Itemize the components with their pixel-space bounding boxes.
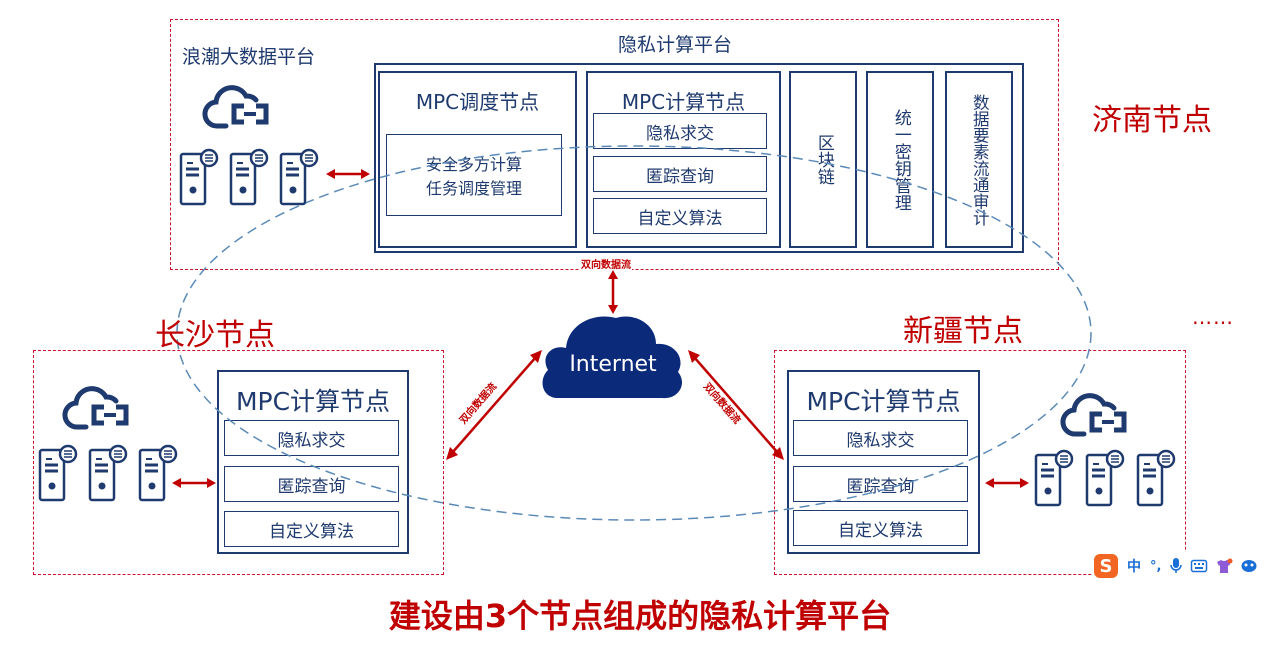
cloud-link-icon — [202, 85, 269, 129]
bidirectional-arrow-icon — [985, 478, 1029, 488]
punctuation-icon[interactable]: °, — [1150, 558, 1162, 574]
changsha-function-psi: 隐私求交 — [224, 420, 399, 456]
jinan-flow-label: 双向数据流 — [580, 256, 632, 271]
changsha-mpc-compute-title: MPC计算节点 — [235, 387, 391, 416]
changsha-servers — [38, 444, 188, 502]
server-icon — [1034, 449, 1074, 507]
jinan-function-psi: 隐私求交 — [593, 113, 767, 149]
xinjiang-function-psi: 隐私求交 — [793, 420, 968, 456]
server-icon — [88, 444, 128, 502]
cloud-link-icon — [1060, 393, 1127, 437]
xinjiang-function-custom: 自定义算法 — [793, 510, 968, 546]
more-nodes-indicator: …… — [1192, 305, 1234, 329]
key-management-label: 统一密钥管理 — [890, 108, 911, 211]
audit-label: 数据要素流通审计 — [970, 93, 990, 226]
key-management-column: 统一密钥管理 — [866, 71, 934, 248]
changsha-function-custom: 自定义算法 — [224, 511, 399, 547]
scheduler-line2: 任务调度管理 — [425, 179, 522, 198]
server-icon — [1085, 449, 1125, 507]
diagonal-arrow-left — [446, 350, 542, 460]
bottom-title: 建设由3个节点组成的隐私计算平台 — [388, 597, 892, 635]
vertical-bidirectional-arrow — [608, 270, 618, 314]
chinese-mode-icon[interactable]: 中 — [1127, 559, 1141, 575]
scheduler-task-box: 安全多方计算 任务调度管理 — [386, 134, 562, 216]
jinan-function-pir: 匿踪查询 — [593, 156, 767, 192]
xinjiang-mpc-compute-title: MPC计算节点 — [806, 387, 961, 416]
server-icon — [1136, 449, 1176, 507]
xinjiang-servers — [1034, 449, 1184, 507]
xinjiang-function-pir: 匿踪查询 — [793, 466, 968, 502]
server-icon — [179, 148, 219, 206]
microphone-icon[interactable] — [1170, 558, 1183, 574]
bidirectional-arrow-icon — [172, 478, 216, 488]
server-icon — [38, 444, 78, 502]
blockchain-label: 区块链 — [813, 134, 834, 185]
game-icon[interactable] — [1241, 559, 1257, 573]
server-icon — [229, 148, 269, 206]
changsha-node-label: 长沙节点 — [155, 318, 275, 353]
audit-column: 数据要素流通审计 — [945, 71, 1013, 248]
sogou-logo-icon[interactable]: S — [1094, 554, 1118, 578]
changsha-function-pir: 匿踪查询 — [224, 466, 399, 502]
internet-label: Internet — [569, 352, 657, 377]
server-icon — [279, 148, 319, 206]
scheduler-line1: 安全多方计算 — [425, 155, 522, 174]
keyboard-icon[interactable] — [1191, 559, 1208, 573]
blockchain-column: 区块链 — [789, 71, 857, 248]
jinan-node-label: 济南节点 — [1092, 103, 1212, 138]
ime-toolbar[interactable]: S 中 °, — [1092, 552, 1258, 580]
jinan-mpc-compute-title: MPC计算节点 — [621, 90, 746, 114]
skin-icon[interactable] — [1216, 558, 1233, 574]
jinan-platform-label: 浪潮大数据平台 — [182, 46, 316, 68]
xinjiang-node-label: 新疆节点 — [903, 314, 1023, 349]
cloud-link-icon — [62, 386, 129, 430]
mpc-scheduler-title: MPC调度节点 — [415, 90, 540, 114]
jinan-servers — [179, 148, 329, 206]
server-icon — [138, 444, 178, 502]
privacy-platform-title: 隐私计算平台 — [618, 34, 733, 56]
bidirectional-arrow-icon — [326, 169, 370, 179]
jinan-function-custom: 自定义算法 — [593, 198, 767, 234]
